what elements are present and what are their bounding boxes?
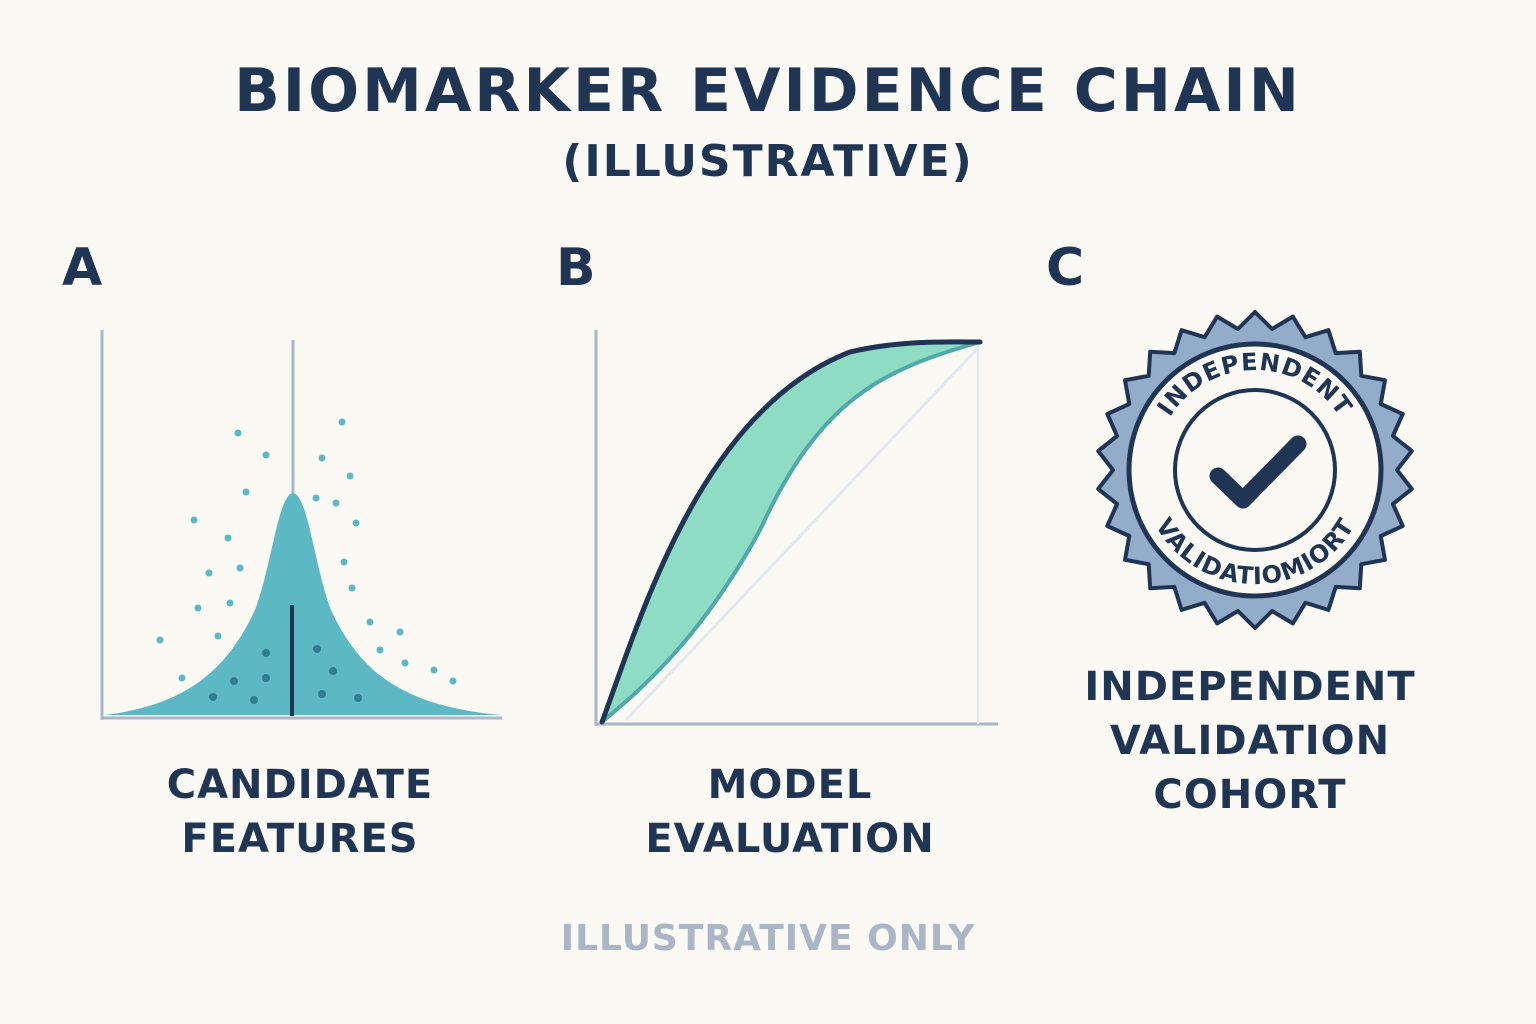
panel-c-graphic: INDEPENDENT VALIDATIOMIORT [1096, 310, 1414, 630]
panel-b-caption: MODEL EVALUATION [610, 758, 970, 866]
panel-b-letter: B [556, 238, 596, 298]
panel-b-lower-curve [600, 340, 981, 724]
panel-b-caption-line-1: MODEL [707, 762, 873, 808]
panel-b-graphic [594, 330, 998, 726]
panel-b-chance-diagonal [624, 346, 980, 722]
panel-c-letter: C [1046, 238, 1085, 298]
page-title: BIOMARKER EVIDENCE CHAIN [234, 56, 1302, 126]
page-subtitle: (ILLUSTRATIVE) [562, 136, 974, 187]
panel-b-roc-curve [599, 339, 983, 725]
panel-a-caption-line-1: CANDIDATE [166, 762, 434, 808]
panel-a-inner-points [209, 645, 362, 704]
seal-inner-ring [1173, 388, 1337, 552]
panel-a-graphic [100, 330, 502, 720]
panel-a-letter: A [62, 238, 103, 298]
panel-b-caption-line-2: EVALUATION [645, 816, 935, 862]
panel-c-caption: INDEPENDENT VALIDATION COHORT [1060, 660, 1440, 822]
panel-a-scatter-points [156, 418, 457, 685]
panel-c-caption-line-2: VALIDATION [1109, 718, 1391, 764]
footer-note: ILLUSTRATIVE ONLY [560, 918, 976, 959]
panel-c-caption-line-3: COHORT [1153, 772, 1347, 818]
panel-c-caption-line-1: INDEPENDENT [1084, 664, 1416, 710]
panel-a-caption: CANDIDATE FEATURES [120, 758, 480, 866]
panel-a-caption-line-2: FEATURES [181, 816, 419, 862]
panel-a-density-peak [104, 493, 500, 715]
panel-b-auc-band [602, 341, 980, 722]
checkmark-icon [1209, 435, 1307, 509]
